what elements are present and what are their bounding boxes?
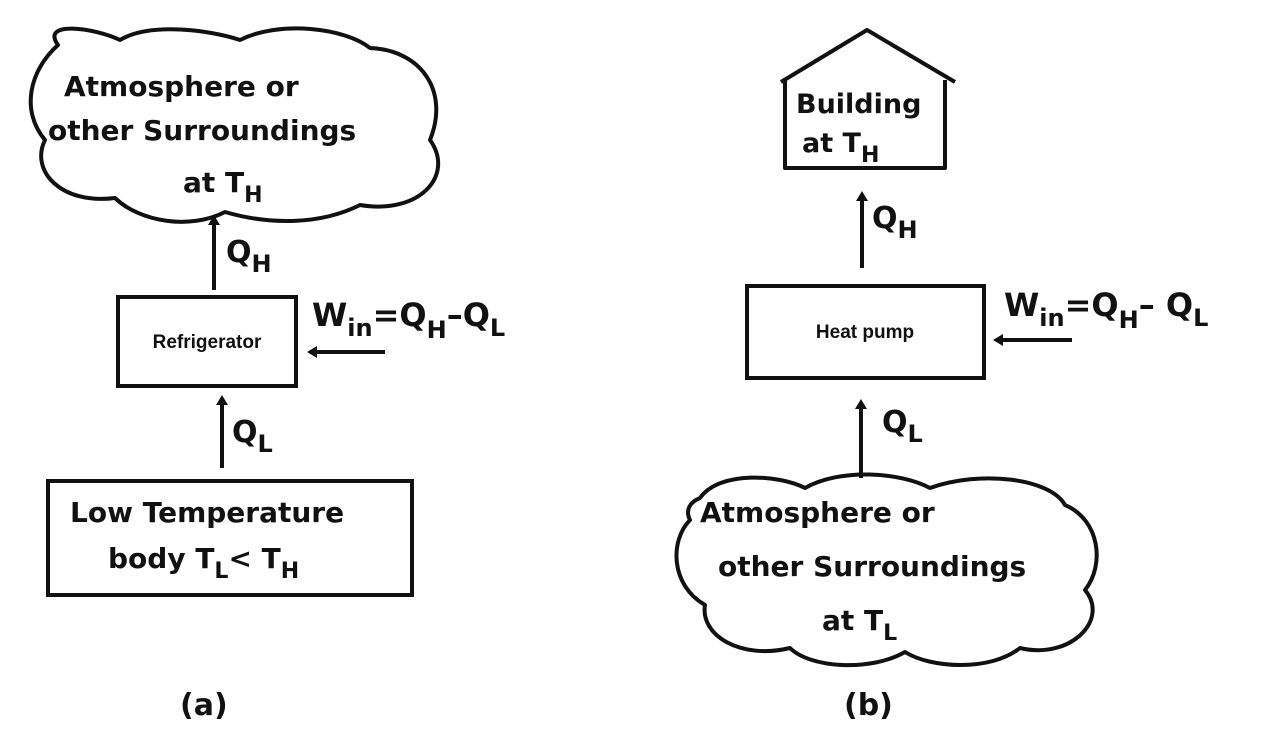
low-temperature-body-box [46, 479, 414, 597]
label-ql-b: QL [882, 405, 923, 448]
label-qh-a: QH [226, 235, 272, 278]
label-win-b: Win=QH– QL [1004, 286, 1208, 334]
building-line2: at TH [802, 128, 879, 168]
cloud-atmosphere-low [674, 472, 1099, 668]
building-house [779, 28, 957, 170]
caption-b: (b) [844, 688, 893, 723]
heat-pump-box [745, 284, 986, 380]
panel-b: Building at TH QH Heat pump Win=QH– QL Q… [674, 28, 1208, 723]
cloud-atmosphere-high [28, 26, 441, 224]
building-line1: Building [796, 89, 921, 120]
label-ql-a: QL [232, 415, 273, 458]
cloud-b-line2: other Surroundings [718, 550, 1026, 583]
cloud-a-line1: Atmosphere or [64, 70, 299, 103]
cloud-a-line3: at TH [183, 166, 263, 208]
cloud-a-line2: other Surroundings [48, 114, 356, 147]
refrigerator-box [116, 295, 298, 388]
cold-body-line2: body TL< TH [108, 542, 299, 584]
panel-a: Atmosphere or other Surroundings at TH Q… [28, 26, 505, 723]
caption-a: (a) [180, 688, 228, 723]
heat-pump-label: Heat pump [816, 322, 914, 343]
cloud-b-line1: Atmosphere or [700, 496, 935, 529]
cloud-b-line3: at TL [822, 604, 897, 646]
label-win-a: Win=QH–QL [312, 296, 505, 344]
refrigerator-label: Refrigerator [153, 332, 262, 353]
cold-body-line1: Low Temperature [70, 496, 344, 529]
label-qh-b: QH [872, 201, 918, 244]
